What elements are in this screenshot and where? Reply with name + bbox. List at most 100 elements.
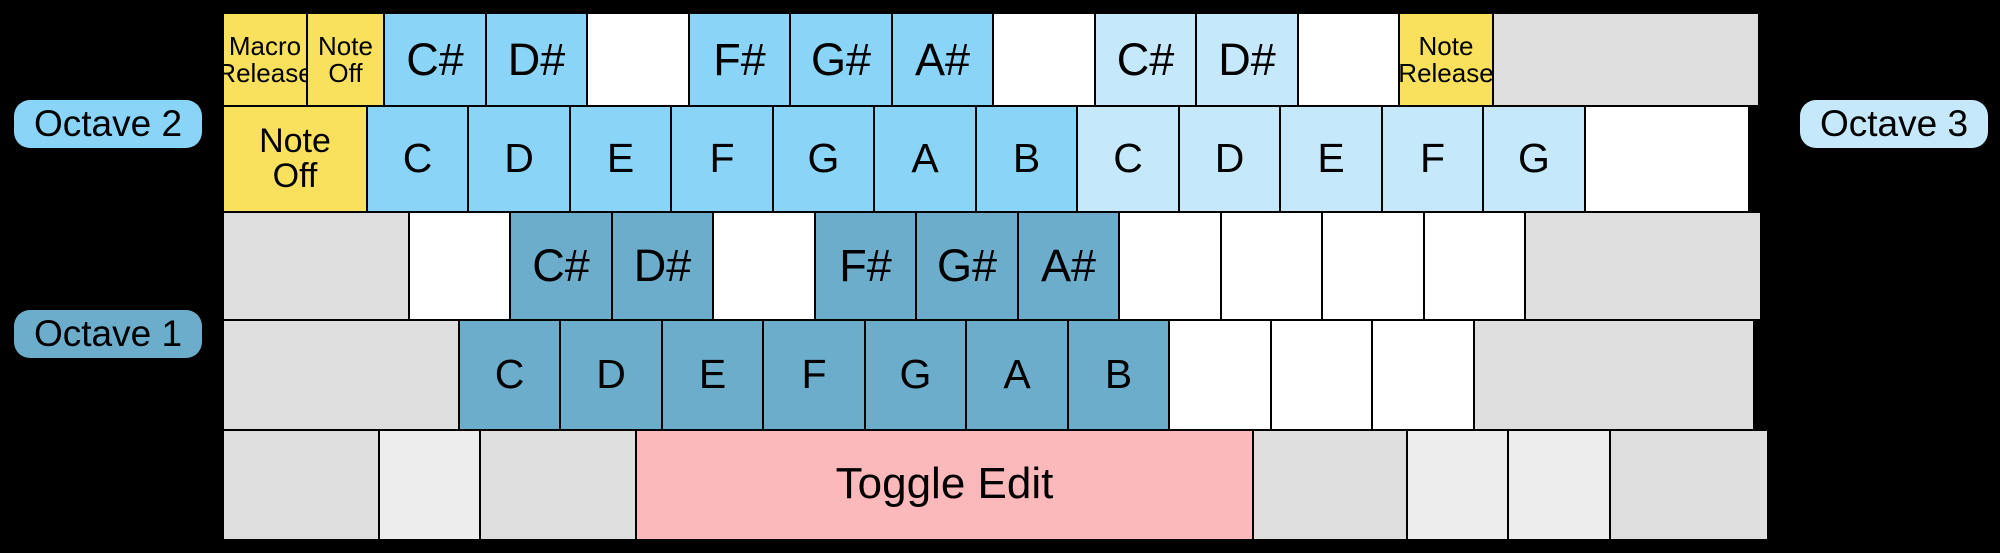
key-c[interactable]: C <box>365 104 470 213</box>
key-label-line: A <box>911 134 939 181</box>
key-a[interactable]: A <box>873 104 977 213</box>
key-blank <box>1608 428 1769 541</box>
key-c-sharp[interactable]: C# <box>383 12 487 107</box>
key-blank <box>1252 428 1408 541</box>
key-label-line: A <box>1003 350 1031 397</box>
key-label-line: A# <box>914 33 971 85</box>
key-e[interactable]: E <box>660 318 765 431</box>
key-g[interactable]: G <box>771 104 876 213</box>
key-label-line: F# <box>713 33 766 85</box>
key-label-line: E <box>698 350 727 397</box>
key-e[interactable]: E <box>1279 104 1383 213</box>
key-a[interactable]: A <box>965 318 1069 431</box>
key-label-line: D# <box>507 33 566 85</box>
key-g-sharp[interactable]: G# <box>915 210 1019 321</box>
key-e[interactable]: E <box>568 104 673 213</box>
key-label-line: C <box>494 350 525 397</box>
key-b[interactable]: B <box>974 104 1079 213</box>
key-blank <box>377 428 482 541</box>
key-f[interactable]: F <box>762 318 866 431</box>
key-label-line: C <box>1113 134 1143 181</box>
key-blank <box>479 428 637 541</box>
key-a-sharp[interactable]: A# <box>1016 210 1121 321</box>
key-label-line: D <box>596 350 626 397</box>
key-label-line: E <box>1317 134 1345 181</box>
key-f-sharp[interactable]: F# <box>813 210 918 321</box>
key-label-line: B <box>1104 350 1133 397</box>
key-blank <box>1118 210 1222 321</box>
key-label-line: Toggle Edit <box>835 459 1054 509</box>
key-label-line: Release <box>222 57 308 88</box>
key-g-sharp[interactable]: G# <box>789 12 893 107</box>
key-blank <box>1422 210 1527 321</box>
key-label-line: Off <box>328 57 363 88</box>
key-blank <box>1168 318 1272 431</box>
key-label-line: E <box>606 134 635 181</box>
key-blank <box>1472 318 1755 431</box>
key-c-sharp[interactable]: C# <box>509 210 613 321</box>
key-label-line: Note <box>318 30 373 61</box>
key-label-line: D <box>1214 134 1245 181</box>
key-blank <box>1524 210 1762 321</box>
key-blank <box>222 210 410 321</box>
key-blank <box>222 318 460 431</box>
key-label-line: G# <box>936 239 998 291</box>
key-f-sharp[interactable]: F# <box>687 12 792 107</box>
key-blank <box>712 210 816 321</box>
key-label-line: C# <box>532 239 590 291</box>
key-label-line: A# <box>1040 239 1097 291</box>
key-f[interactable]: F <box>670 104 774 213</box>
key-label-line: C# <box>1116 33 1175 85</box>
key-blank <box>1507 428 1611 541</box>
key-g[interactable]: G <box>863 318 968 431</box>
key-blank <box>1405 428 1510 541</box>
octave-3-label: Octave 3 <box>1800 100 1988 148</box>
key-label-line: G <box>899 350 932 397</box>
key-blank <box>1371 318 1475 431</box>
octave-2-label: Octave 2 <box>14 100 202 148</box>
row-3: C# D# F# G# A# <box>222 210 1782 321</box>
key-label-line: F# <box>839 239 892 291</box>
key-d-sharp[interactable]: D# <box>610 210 715 321</box>
key-blank <box>586 12 690 107</box>
key-toggle-edit[interactable]: Toggle Edit <box>634 428 1255 541</box>
key-label-line: G <box>1518 134 1550 181</box>
key-d[interactable]: D <box>559 318 663 431</box>
key-label-line: G <box>807 134 840 181</box>
key-label-line: Macro <box>228 30 302 61</box>
key-c[interactable]: C <box>457 318 562 431</box>
key-d[interactable]: D <box>467 104 571 213</box>
key-b[interactable]: B <box>1066 318 1171 431</box>
row-5: Toggle Edit <box>222 428 1782 541</box>
key-blank <box>1269 318 1374 431</box>
key-label-line: Note <box>1418 30 1474 61</box>
key-g[interactable]: G <box>1482 104 1586 213</box>
key-blank <box>1491 12 1760 107</box>
key-label-line: C <box>402 134 433 181</box>
key-blank <box>407 210 512 321</box>
octave-1-label: Octave 1 <box>14 310 202 358</box>
key-f[interactable]: F <box>1380 104 1485 213</box>
key-d-sharp[interactable]: D# <box>1195 12 1299 107</box>
key-label-line: Off <box>272 156 318 195</box>
key-c[interactable]: C <box>1076 104 1180 213</box>
key-c-sharp[interactable]: C# <box>1093 12 1198 107</box>
key-d[interactable]: D <box>1177 104 1282 213</box>
key-label-line: D# <box>1218 33 1276 85</box>
key-label-line: D <box>504 134 534 181</box>
key-label-line: F <box>1419 134 1446 181</box>
key-blank <box>1583 104 1750 213</box>
key-d-sharp[interactable]: D# <box>484 12 589 107</box>
key-blank <box>1219 210 1324 321</box>
key-a-sharp[interactable]: A# <box>890 12 995 107</box>
key-label-line: Release <box>1398 57 1494 88</box>
